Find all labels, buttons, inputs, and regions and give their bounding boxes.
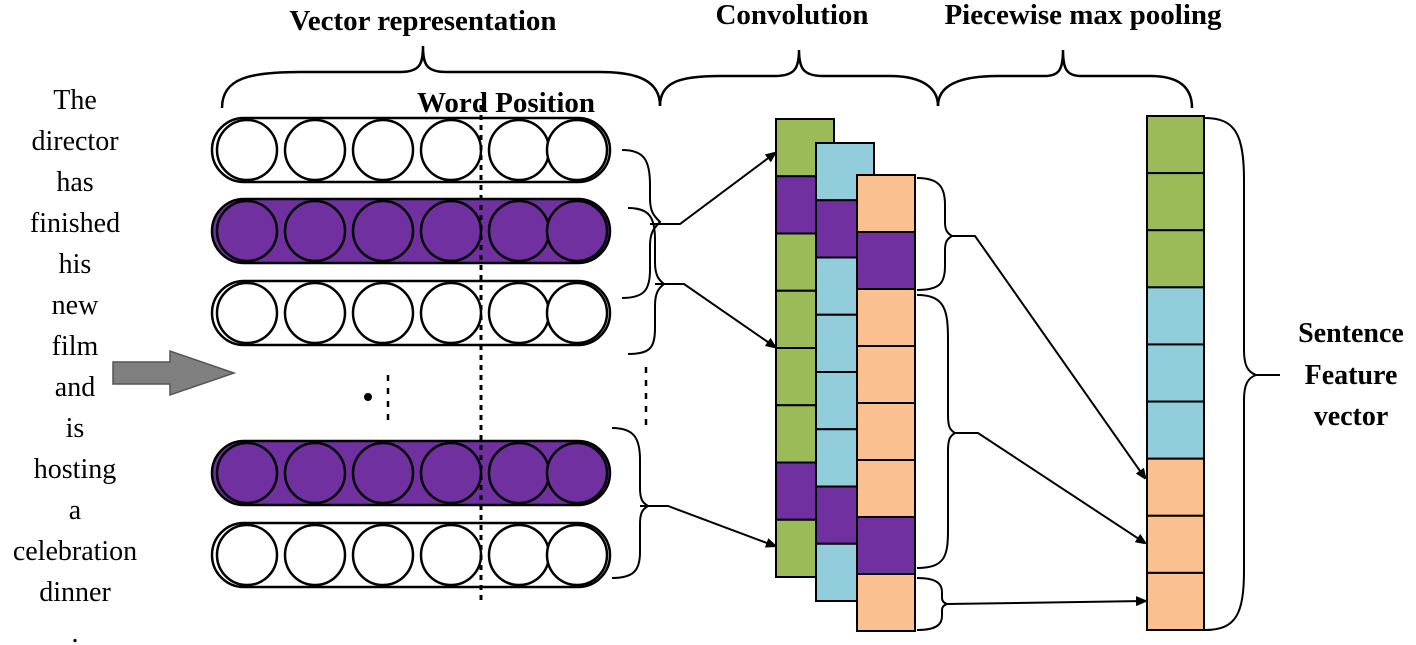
feature-map-cell (856, 402, 916, 461)
embedding-unit (419, 118, 483, 182)
embedding-unit (545, 441, 609, 505)
convolution-brace (658, 49, 940, 107)
embedding-unit (351, 281, 415, 345)
embedding-unit (545, 281, 609, 345)
sentence-word: director (31, 126, 119, 157)
output-label-line2: Feature (1305, 360, 1398, 391)
embedding-unit (487, 118, 551, 182)
pooling-brace (936, 49, 1194, 109)
embedding-unit (215, 199, 279, 263)
word-position-label: Word Position (417, 87, 595, 119)
pooling-arrow-3 (946, 601, 1145, 604)
embedding-unit (487, 441, 551, 505)
vector-rows (210, 116, 612, 589)
sentence-words: The director has finished his new film and is hos… (13, 85, 137, 645)
feature-map-cell (856, 459, 916, 518)
embedding-unit (215, 523, 279, 587)
feature-vector-brace (1204, 117, 1259, 631)
sentence-word: has (56, 167, 93, 198)
embedding-unit (283, 118, 347, 182)
convolution-header: Convolution (715, 0, 868, 31)
feature-vector-cell (1146, 514, 1205, 574)
sentence-word: The (53, 85, 97, 116)
vector-row (210, 439, 612, 507)
pooling-arrow-2 (955, 432, 1145, 543)
sentence-word: new (52, 290, 99, 321)
embedding-unit (215, 441, 279, 505)
sentence-word: his (59, 249, 92, 280)
window-arrow-2 (655, 283, 775, 347)
ellipsis-dot (364, 393, 372, 401)
feature-map-cell (856, 174, 916, 233)
embedding-unit (419, 441, 483, 505)
vector-row (210, 521, 612, 589)
window-arrow-1 (650, 153, 775, 225)
window-brace-2 (627, 207, 666, 355)
embedding-unit (215, 118, 279, 182)
sentence-feature-vector (1146, 115, 1205, 632)
sentence-word: a (69, 495, 82, 526)
embedding-unit (419, 281, 483, 345)
embedding-unit (419, 523, 483, 587)
window-brace-1 (621, 149, 662, 299)
input-arrow (112, 349, 237, 397)
output-label-line3: vector (1314, 401, 1389, 432)
embedding-unit (351, 523, 415, 587)
feature-map-cell (856, 288, 916, 347)
sentence-word: film (52, 331, 99, 362)
sentence-word: celebration (13, 536, 137, 567)
embedding-unit (487, 281, 551, 345)
sentence-word: . (72, 618, 79, 645)
sentence-word: and (55, 372, 95, 403)
vector-row (210, 116, 612, 184)
feature-map-cell (856, 345, 916, 404)
embedding-unit (283, 281, 347, 345)
segment-brace-3 (916, 577, 951, 631)
embedding-unit (283, 199, 347, 263)
feature-map (856, 174, 916, 632)
feature-map-cell (856, 516, 916, 575)
sentence-word: dinner (39, 577, 111, 608)
piecewise-max-pooling-header: Piecewise max pooling (944, 0, 1222, 31)
sentence-word: hosting (34, 454, 116, 485)
vector-representation-brace (220, 45, 662, 109)
pooling-arrow-1 (952, 235, 1145, 478)
feature-vector-cell (1146, 229, 1205, 289)
embedding-unit (419, 199, 483, 263)
embedding-unit (545, 199, 609, 263)
feature-map-cell (856, 231, 916, 290)
output-label-line1: Sentence (1298, 318, 1404, 349)
vector-row (210, 279, 612, 347)
feature-map-cell (815, 142, 875, 202)
embedding-unit (351, 199, 415, 263)
embedding-unit (351, 441, 415, 505)
vector-representation-header: Vector representation (289, 5, 556, 37)
feature-vector-cell (1146, 343, 1205, 403)
feature-vector-cell (1146, 115, 1205, 175)
convolution-maps (775, 118, 916, 632)
feature-vector-cell (1146, 457, 1205, 517)
segment-brace-2 (916, 294, 957, 569)
segment-brace-1 (916, 177, 954, 291)
window-arrow-3 (640, 505, 775, 546)
feature-vector-cell (1146, 172, 1205, 232)
embedding-unit (545, 118, 609, 182)
sentence-word: is (66, 413, 85, 444)
window-brace-3 (611, 427, 650, 579)
sentence-word: finished (30, 208, 120, 239)
embedding-unit (487, 199, 551, 263)
feature-vector-cell (1146, 286, 1205, 346)
embedding-unit (283, 441, 347, 505)
feature-vector-cell (1146, 400, 1205, 460)
embedding-unit (545, 523, 609, 587)
feature-map-cell (856, 573, 916, 632)
feature-vector-cell (1146, 571, 1205, 632)
embedding-unit (215, 281, 279, 345)
embedding-unit (487, 523, 551, 587)
vector-row (210, 197, 612, 265)
embedding-unit (351, 118, 415, 182)
embedding-unit (283, 523, 347, 587)
